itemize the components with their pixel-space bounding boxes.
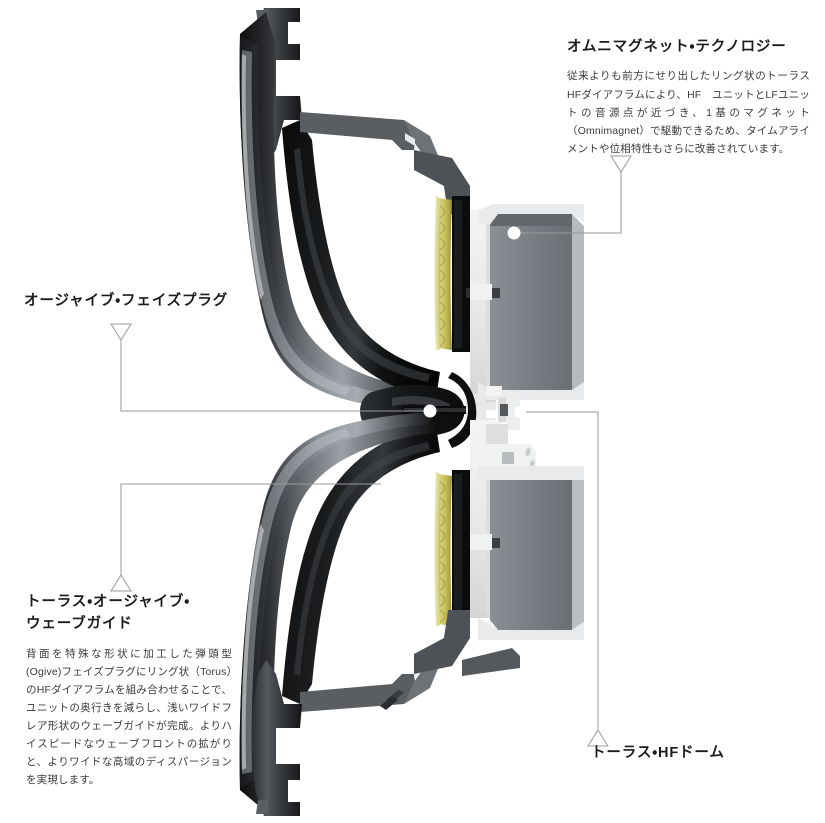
callout-torus-hfdome: トーラス・HFドーム <box>591 742 811 764</box>
leader-omnimagnet <box>514 172 622 234</box>
anchor-dot-torus-hfdome <box>514 406 526 418</box>
anchor-dot-ogive-phaseplug <box>423 404 437 418</box>
callout-omnimagnet-title: オムニマグネット・テクノロジー <box>567 39 787 55</box>
marker-triangle-down-ogive-phaseplug <box>110 323 132 341</box>
callout-torus-hfdome-title: トーラス・HFドーム <box>591 745 725 761</box>
marker-triangle-up-torus-waveguide <box>110 574 132 592</box>
callout-torus-waveguide-title: トーラス・オージャイブ・ ウェーブガイド <box>26 594 190 633</box>
callout-torus-waveguide: トーラス・オージャイブ・ ウェーブガイド 背面を特殊な形状に加工した弾頭型(Og… <box>26 591 232 789</box>
leader-ogive-phaseplug <box>120 340 430 412</box>
marker-triangle-down-omnimagnet <box>610 155 632 173</box>
anchor-dot-omnimagnet <box>507 226 521 240</box>
leader-torus-hfdome <box>520 411 599 730</box>
anchor-dot-torus-waveguide <box>381 478 393 490</box>
leader-torus-waveguide <box>120 483 387 575</box>
callout-omnimagnet: オムニマグネット・テクノロジー 従来よりも前方にせり出したリング状のトーラスHF… <box>567 36 810 158</box>
callout-omnimagnet-body: 従来よりも前方にせり出したリング状のトーラスHFダイアフラムにより、HF ユニッ… <box>567 70 810 155</box>
callout-ogive-phaseplug-title: オージャイブ・フェイズプラグ <box>24 293 229 309</box>
marker-triangle-up-torus-hfdome <box>587 729 609 747</box>
callout-torus-waveguide-body: 背面を特殊な形状に加工した弾頭型(Ogive)フェイズプラグにリング状（Toru… <box>26 647 232 787</box>
callout-ogive-phaseplug: オージャイブ・フェイズプラグ <box>24 290 264 312</box>
